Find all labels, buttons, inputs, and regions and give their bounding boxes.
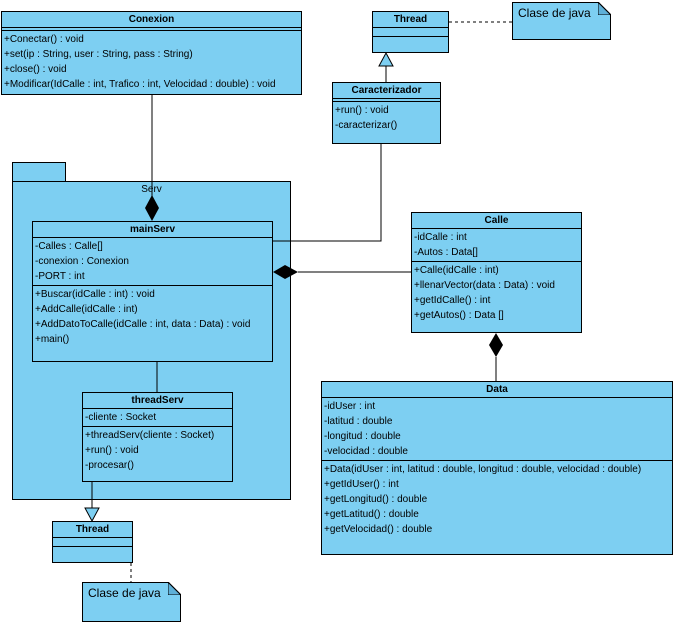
attribute: -cliente : Socket [85,412,157,423]
class-data-attributes: -idUser : int -latitud : double -longitu… [322,398,672,461]
class-threadserv-methods: +threadServ(cliente : Socket) +run() : v… [83,427,232,474]
note-top-text: Clase de java [518,6,591,20]
method: +run() : void [85,445,139,456]
method: +AddCalle(idCalle : int) [35,304,138,315]
method: -caracterizar() [335,120,398,131]
class-mainserv-methods: +Buscar(idCalle : int) : void +AddCalle(… [33,286,272,348]
method: +getIdCalle() : int [414,295,491,306]
note-bottom: Clase de java [82,582,181,622]
method: -procesar() [85,460,134,471]
class-thread-top-methods [373,37,448,51]
class-thread-bottom[interactable]: Thread [52,521,133,563]
method: +main() [35,334,70,345]
class-calle-methods: +Calle(idCalle : int) +llenarVector(data… [412,262,581,324]
package-name: Serv [141,184,162,195]
class-conexion-attributes [2,28,301,31]
method: +getVelocidad() : double [324,524,433,535]
method: +run() : void [335,105,389,116]
attribute: -PORT : int [35,271,85,282]
class-thread-top-attributes [373,28,448,37]
class-mainserv-name: mainServ [33,222,272,238]
note-fold-icon [598,2,611,15]
method: +close() : void [4,64,67,75]
package-tab [12,162,66,182]
class-caracterizador-name: Caracterizador [333,83,440,99]
class-thread-bottom-methods [53,547,132,561]
attribute: -idCalle : int [414,232,467,243]
class-thread-bottom-name: Thread [53,522,132,538]
method: +getAutos() : Data [] [414,310,504,321]
method: +Buscar(idCalle : int) : void [35,289,155,300]
class-conexion[interactable]: Conexion +Conectar() : void +set(ip : St… [1,11,302,95]
class-caracterizador-attributes [333,99,440,102]
method: +Calle(idCalle : int) [414,265,499,276]
composition-diamond-icon [489,333,503,357]
method: +getLongitud() : double [324,494,428,505]
attribute: -latitud : double [324,416,393,427]
class-data[interactable]: Data -idUser : int -latitud : double -lo… [321,381,673,555]
generalization-arrow-icon [84,507,100,523]
method: +threadServ(cliente : Socket) [85,430,215,441]
class-data-name: Data [322,382,672,398]
method: +AddDatoToCalle(idCalle : int, data : Da… [35,319,251,330]
method: +Modificar(IdCalle : int, Trafico : int,… [4,79,276,90]
note-top: Clase de java [512,2,611,40]
class-mainserv[interactable]: mainServ -Calles : Calle[] -conexion : C… [32,221,273,362]
attribute: -conexion : Conexion [35,256,129,267]
class-mainserv-attributes: -Calles : Calle[] -conexion : Conexion -… [33,238,272,286]
class-thread-top[interactable]: Thread [372,11,449,53]
class-threadserv[interactable]: threadServ -cliente : Socket +threadServ… [82,392,233,482]
class-calle-name: Calle [412,213,581,229]
method: +set(ip : String, user : String, pass : … [4,49,193,60]
class-calle-attributes: -idCalle : int -Autos : Data[] [412,229,581,262]
class-conexion-methods: +Conectar() : void +set(ip : String, use… [2,31,301,93]
note-fold-icon [168,582,181,595]
generalization-arrow-icon [378,51,394,67]
method: +Data(idUser : int, latitud : double, lo… [324,464,642,475]
class-calle[interactable]: Calle -idCalle : int -Autos : Data[] +Ca… [411,212,582,333]
class-data-methods: +Data(idUser : int, latitud : double, lo… [322,461,672,538]
class-thread-bottom-attributes [53,538,132,547]
method: +llenarVector(data : Data) : void [414,280,555,291]
attribute: -Autos : Data[] [414,247,478,258]
method: +getLatitud() : double [324,509,419,520]
attribute: -Calles : Calle[] [35,241,103,252]
attribute: -longitud : double [324,431,401,442]
note-bottom-text: Clase de java [88,586,161,600]
class-threadserv-name: threadServ [83,393,232,409]
class-caracterizador[interactable]: Caracterizador +run() : void -caracteriz… [332,82,441,144]
class-caracterizador-methods: +run() : void -caracterizar() [333,102,440,134]
attribute: -velocidad : double [324,446,408,457]
attribute: -idUser : int [324,401,376,412]
method: +Conectar() : void [4,34,84,45]
class-thread-top-name: Thread [373,12,448,28]
class-threadserv-attributes: -cliente : Socket [83,409,232,427]
method: +getIdUser() : int [324,479,399,490]
class-conexion-name: Conexion [2,12,301,28]
